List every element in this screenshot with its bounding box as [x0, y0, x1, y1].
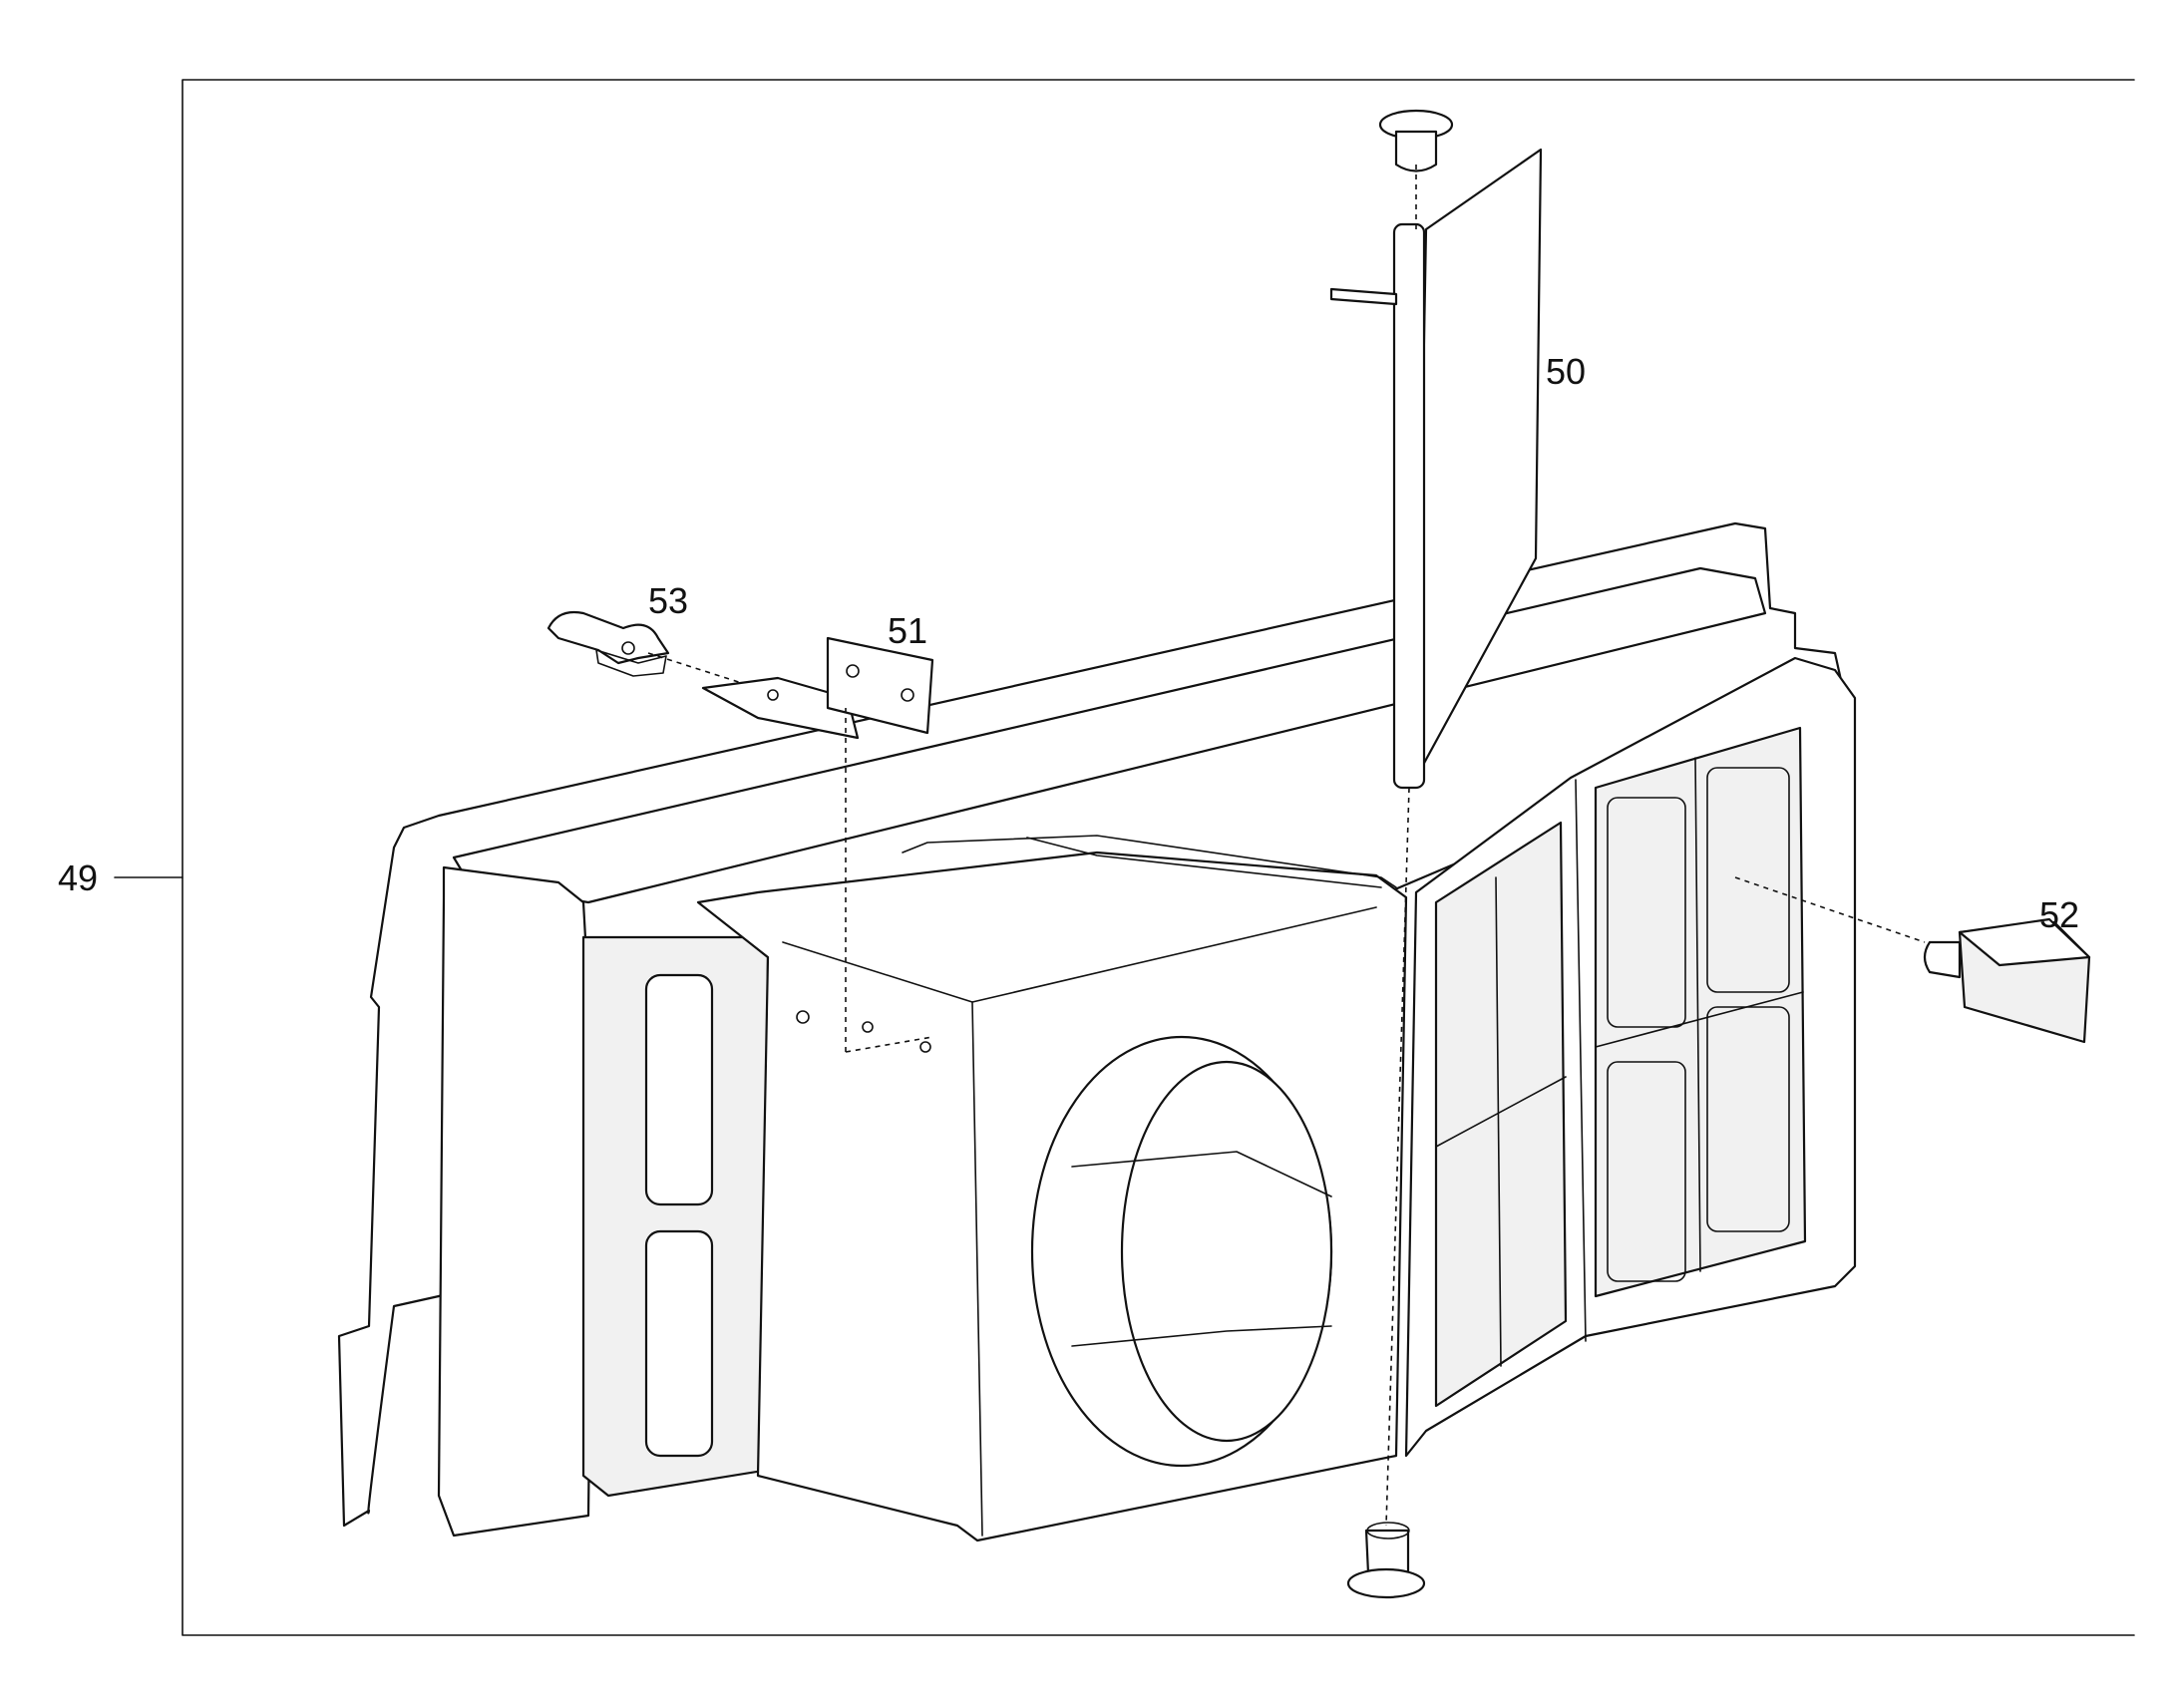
flap-50: [1329, 109, 1543, 1599]
slot-upper: [644, 973, 714, 1206]
grille-right: [1594, 726, 1807, 1298]
callout-53: 53: [648, 580, 688, 621]
air-duct-housing: [337, 521, 1857, 1542]
callout-51: 51: [888, 610, 927, 651]
bracket-51: [701, 636, 934, 1053]
mounting-plate: [337, 521, 1847, 1528]
grille-left: [1434, 821, 1568, 1408]
sensor-52: [1734, 876, 2091, 1044]
callout-49: 49: [58, 857, 98, 898]
top-ridge: [902, 835, 1397, 888]
slot-lower: [644, 1229, 714, 1458]
callout-52: 52: [2039, 894, 2079, 935]
flap-shaft: [1392, 222, 1426, 790]
spring-clip-53: [546, 610, 774, 694]
oval-outlet-inner: [1120, 1060, 1333, 1443]
grommet-bottom: [1346, 1567, 1426, 1599]
group-49-bracket: [114, 79, 2135, 1636]
left-box: [437, 865, 595, 1537]
callout-50: 50: [1546, 351, 1586, 392]
